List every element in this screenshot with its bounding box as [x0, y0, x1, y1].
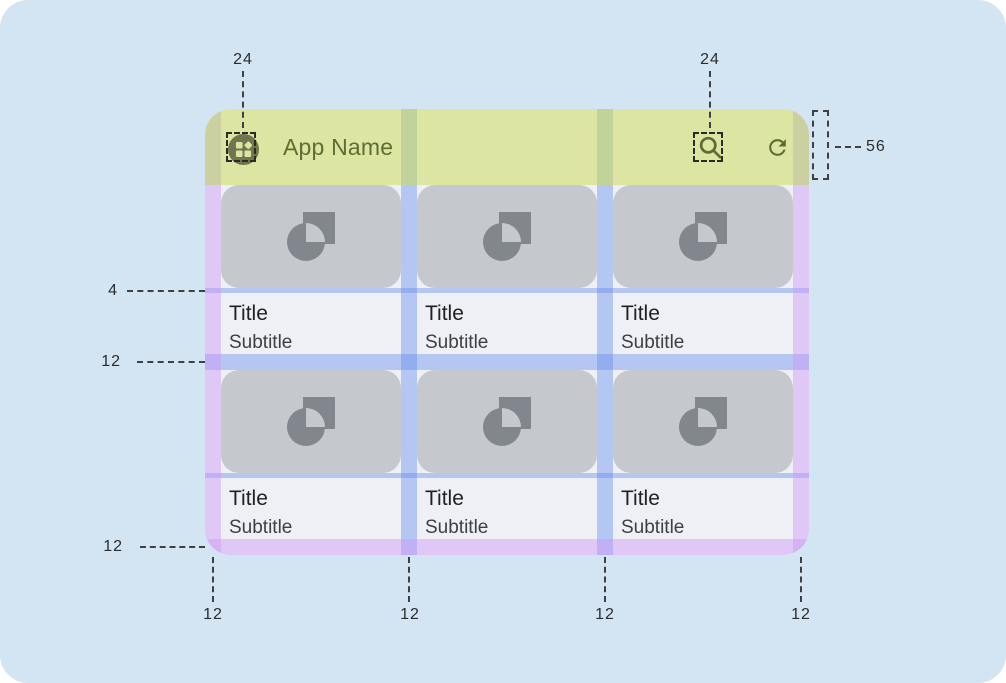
- gap-4-overlay-row2: [205, 473, 809, 478]
- measure-label-col-1: 12: [203, 606, 223, 623]
- gap-4-overlay-row1: [205, 288, 809, 293]
- search-icon[interactable]: [693, 109, 727, 185]
- measure-label-gap-4: 4: [108, 282, 118, 299]
- image-placeholder: [613, 185, 793, 288]
- image-placeholder: [417, 370, 597, 473]
- card[interactable]: Title Subtitle: [417, 185, 597, 354]
- measure-line: [127, 290, 205, 292]
- bar-height-measure-bracket: [812, 110, 829, 180]
- card-title: Title: [229, 487, 268, 510]
- measure-line: [835, 146, 861, 148]
- card-title: Title: [621, 487, 660, 510]
- card-title: Title: [229, 302, 268, 325]
- card[interactable]: Title Subtitle: [221, 185, 401, 354]
- right-margin-overlay: [793, 185, 809, 555]
- measure-label-col-3: 12: [595, 606, 615, 623]
- card[interactable]: Title Subtitle: [613, 370, 793, 539]
- card[interactable]: Title Subtitle: [221, 370, 401, 539]
- measure-line: [140, 546, 205, 548]
- bottom-margin-overlay: [205, 539, 809, 555]
- measure-line: [709, 71, 711, 128]
- card-title: Title: [621, 302, 660, 325]
- column-gutter-overlay-2: [597, 185, 613, 555]
- icon-measure-box-left: [226, 132, 256, 162]
- bar-gutter-overlay-1: [401, 109, 417, 185]
- top-app-bar: App Name: [205, 109, 809, 185]
- measure-line: [242, 71, 244, 128]
- card-subtitle: Subtitle: [229, 332, 293, 353]
- card-subtitle: Subtitle: [229, 517, 293, 538]
- app-bar-title: App Name: [283, 133, 394, 160]
- app-mockup: App Name Title Subtitle: [205, 109, 809, 555]
- measure-line: [137, 361, 205, 363]
- card[interactable]: Title Subtitle: [417, 370, 597, 539]
- image-placeholder: [221, 370, 401, 473]
- card-subtitle: Subtitle: [621, 332, 685, 353]
- measure-line: [800, 557, 802, 602]
- measure-label-icon-right: 24: [700, 51, 720, 68]
- measure-label-bottom-margin: 12: [103, 538, 123, 555]
- measure-label-row-gutter: 12: [101, 353, 121, 370]
- app-grid-icon[interactable]: [228, 134, 259, 165]
- refresh-icon[interactable]: [760, 109, 794, 185]
- card-title: Title: [425, 302, 464, 325]
- image-placeholder: [613, 370, 793, 473]
- left-margin-overlay: [205, 185, 221, 555]
- card-title: Title: [425, 487, 464, 510]
- card[interactable]: Title Subtitle: [613, 185, 793, 354]
- row-gutter-overlay: [205, 354, 809, 370]
- measure-label-icon-left: 24: [233, 51, 253, 68]
- card-subtitle: Subtitle: [425, 332, 489, 353]
- image-placeholder: [221, 185, 401, 288]
- measure-label-bar-height: 56: [866, 138, 886, 155]
- bar-left-margin-overlay: [205, 109, 221, 185]
- measure-line: [212, 557, 214, 602]
- card-subtitle: Subtitle: [621, 517, 685, 538]
- bar-right-margin-overlay: [793, 109, 809, 185]
- card-subtitle: Subtitle: [425, 517, 489, 538]
- measure-line: [408, 557, 410, 602]
- icon-measure-box-right: [693, 132, 723, 162]
- image-placeholder: [417, 185, 597, 288]
- measure-line: [604, 557, 606, 602]
- bar-gutter-overlay-2: [597, 109, 613, 185]
- measure-label-col-4: 12: [791, 606, 811, 623]
- column-gutter-overlay-1: [401, 185, 417, 555]
- measure-label-col-2: 12: [400, 606, 420, 623]
